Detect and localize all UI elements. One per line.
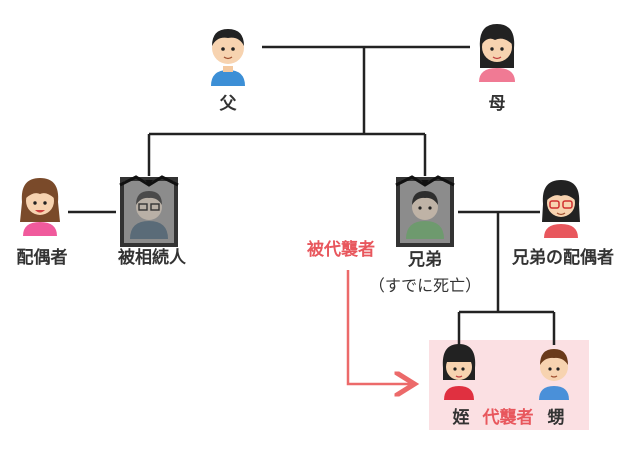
label-sibling-note: （すでに死亡） [368,276,482,295]
woman-pink-shirt-icon [479,24,515,82]
label-sibling: 兄弟 [408,250,442,270]
label-decedent: 被相続人 [118,248,186,268]
family-lines [68,45,556,345]
label-substitute: 代襲者 [482,408,534,428]
girl-red-shirt-icon [442,344,476,400]
label-spouse: 配偶者 [16,248,68,268]
memorial-portrait-glasses-man-icon [119,175,179,247]
memorial-portrait-man-icon [395,175,455,247]
label-represented: 被代襲者 [307,240,375,260]
label-mother: 母 [488,94,506,114]
woman-pink-top-icon [20,178,60,236]
label-nephew: 甥 [547,408,565,428]
woman-glasses-icon [542,180,580,238]
substitution-arrow [346,270,412,384]
label-father: 父 [219,94,237,114]
man-blue-shirt-icon [211,29,245,86]
boy-blue-shirt-icon [539,349,569,400]
label-sibling-spouse: 兄弟の配偶者 [512,248,614,268]
label-niece: 姪 [452,408,470,428]
